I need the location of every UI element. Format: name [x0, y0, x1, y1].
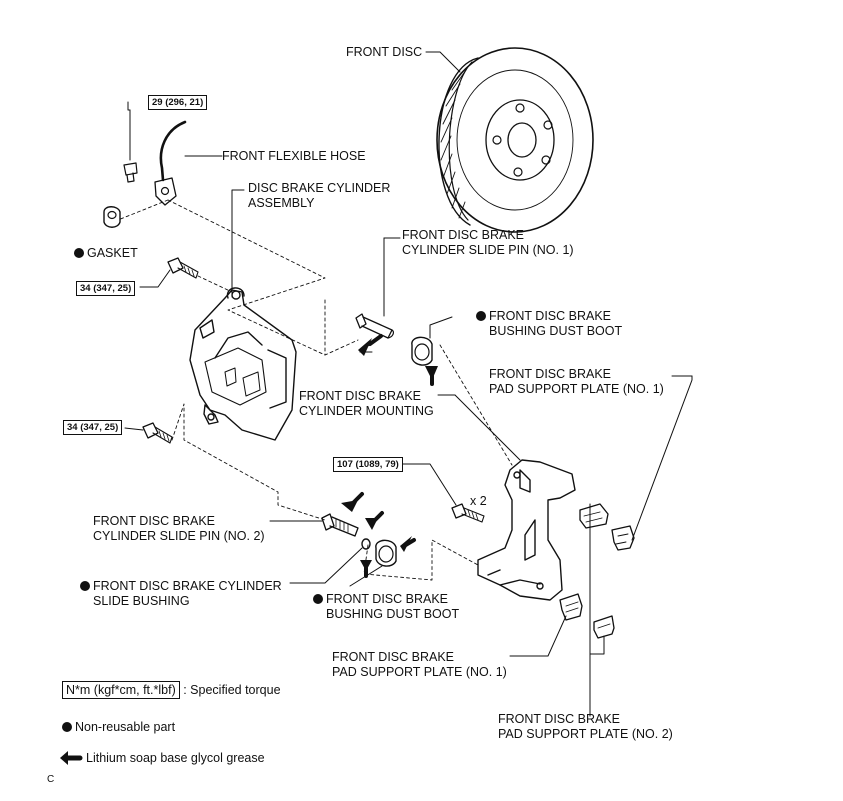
non-reusable-dot-icon — [62, 722, 72, 732]
label-slide-pin2-line1: FRONT DISC BRAKE — [93, 514, 216, 528]
dust-boot-top-icon — [411, 316, 453, 386]
label-qty: x 2 — [470, 494, 487, 508]
label-slide-pin2-line2: CYLINDER SLIDE PIN (NO. 2) — [93, 529, 265, 543]
dust-boot-bottom-text: FRONT DISC BRAKE — [326, 592, 449, 606]
label-dust-boot-top-line1: FRONT DISC BRAKE — [476, 309, 611, 324]
label-pad-plate2-line2: PAD SUPPORT PLATE (NO. 2) — [498, 727, 673, 741]
legend-torque-units: N*m (kgf*cm, ft.*lbf) — [62, 681, 180, 699]
gasket-icon — [103, 206, 121, 228]
label-pad-plate1-top-line1: FRONT DISC BRAKE — [489, 367, 612, 381]
upper-bolt-icon — [139, 257, 199, 288]
hose-bolt-icon — [123, 109, 138, 183]
dust-boot-top-text: FRONT DISC BRAKE — [489, 309, 612, 323]
torque-hose-bolt: 29 (296, 21) — [148, 95, 208, 110]
flexible-hose-icon — [154, 120, 223, 206]
pad-support-plate-upper-right-icon — [579, 503, 609, 717]
non-reusable-dot-icon — [80, 581, 90, 591]
slide-bushing-text: FRONT DISC BRAKE CYLINDER — [93, 579, 282, 593]
legend-grease: Lithium soap base glycol grease — [86, 751, 265, 765]
cylinder-mounting-icon — [454, 394, 576, 601]
pad-support-plate-1-top-icon — [611, 375, 693, 551]
label-slide-pin1-line2: CYLINDER SLIDE PIN (NO. 1) — [402, 243, 574, 257]
label-slide-bushing-line2: SLIDE BUSHING — [93, 594, 190, 608]
gasket-text: GASKET — [87, 246, 138, 260]
non-reusable-dot-icon — [313, 594, 323, 604]
corner-code: C — [47, 774, 55, 785]
lower-bolt-icon — [124, 422, 173, 444]
label-mounting-line1: FRONT DISC BRAKE — [299, 389, 422, 403]
label-pad-plate1-bottom-line1: FRONT DISC BRAKE — [332, 650, 455, 664]
label-front-disc: FRONT DISC — [346, 45, 423, 59]
label-dust-boot-bottom-line2: BUSHING DUST BOOT — [326, 607, 460, 621]
legend-torque: N*m (kgf*cm, ft.*lbf) : Specified torque — [62, 681, 281, 699]
torque-lower-bolt: 34 (347, 25) — [63, 420, 123, 435]
mounting-bolt-icon — [401, 463, 485, 523]
non-reusable-dot-icon — [476, 311, 486, 321]
label-dust-boot-bottom-line1: FRONT DISC BRAKE — [313, 592, 448, 607]
dust-boot-bottom-icon — [349, 536, 416, 587]
label-gasket: GASKET — [74, 246, 138, 261]
label-cylinder-assembly-line1: DISC BRAKE CYLINDER — [248, 181, 391, 195]
caliper-icon — [189, 209, 297, 441]
label-slide-bushing-line1: FRONT DISC BRAKE CYLINDER — [80, 579, 282, 594]
label-cylinder-assembly-line2: ASSEMBLY — [248, 196, 315, 210]
label-front-flexible-hose: FRONT FLEXIBLE HOSE — [222, 149, 366, 163]
label-mounting-line2: CYLINDER MOUNTING — [299, 404, 434, 418]
legend-non-reusable: Non-reusable part — [62, 720, 175, 735]
leader-lines — [127, 51, 461, 396]
label-pad-plate1-top-line2: PAD SUPPORT PLATE (NO. 1) — [489, 382, 664, 396]
grease-arrow-legend-icon — [60, 751, 83, 765]
torque-mounting-bolt: 107 (1089, 79) — [333, 457, 403, 472]
slide-pin-1-icon — [355, 237, 401, 356]
slide-bushing-icon — [289, 511, 384, 584]
torque-upper-bolt: 34 (347, 25) — [76, 281, 136, 296]
legend-non-reusable-text: Non-reusable part — [75, 720, 176, 734]
slide-pin-2-icon — [269, 492, 364, 537]
label-dust-boot-top-line2: BUSHING DUST BOOT — [489, 324, 623, 338]
legend-torque-desc: : Specified torque — [183, 683, 281, 697]
label-pad-plate1-bottom-line2: PAD SUPPORT PLATE (NO. 1) — [332, 665, 507, 679]
pad-support-plate-1-bottom-icon — [509, 593, 583, 657]
front-disc-icon — [436, 47, 594, 233]
pad-support-plate-2-icon — [589, 615, 615, 717]
label-pad-plate2-line1: FRONT DISC BRAKE — [498, 712, 621, 726]
non-reusable-dot-icon — [74, 248, 84, 258]
label-slide-pin1-line1: FRONT DISC BRAKE — [402, 228, 525, 242]
